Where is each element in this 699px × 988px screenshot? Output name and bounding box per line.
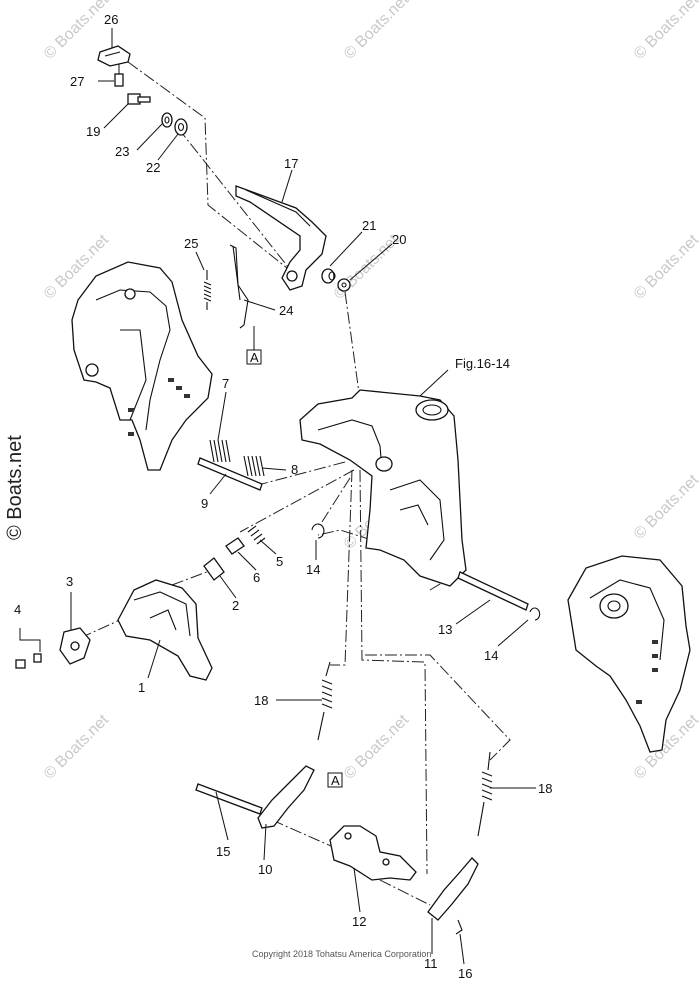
watermark: © Boats.net	[631, 0, 699, 63]
reference-label: A	[331, 773, 340, 788]
right-bracket-casting	[567, 555, 691, 753]
watermark: © Boats.net	[41, 711, 113, 783]
left-bracket-casting	[71, 261, 213, 471]
callout-8: 8	[291, 462, 298, 477]
callout-4: 4	[14, 602, 21, 617]
watermark: © Boats.net	[341, 711, 413, 783]
callout-23: 23	[115, 144, 129, 159]
part-1-holder	[117, 579, 213, 681]
callout-18-right: 18	[538, 781, 552, 796]
callout-14-upper: 14	[306, 562, 320, 577]
callout-5: 5	[276, 554, 283, 569]
callout-9: 9	[201, 496, 208, 511]
callout-fig-16-14: Fig.16-14	[455, 356, 510, 371]
part-4-screws	[15, 628, 42, 669]
callout-3: 3	[66, 574, 73, 589]
part-21-bushing	[321, 268, 336, 284]
part-22-washer	[174, 118, 188, 136]
callout-labels: 26 27 19 23 22 17 21 20 25 24 Fig.16-14 …	[14, 12, 552, 981]
part-17-bracket	[235, 185, 327, 291]
part-24-rod	[229, 244, 249, 329]
callout-25: 25	[184, 236, 198, 251]
watermark: © Boats.net	[631, 471, 699, 543]
part-2-pin	[203, 557, 225, 581]
watermark: © Boats.net	[341, 0, 413, 63]
callout-19: 19	[86, 124, 100, 139]
part-12-lever	[329, 825, 417, 881]
assembly-lines	[79, 61, 511, 906]
callout-17: 17	[284, 156, 298, 171]
callout-10: 10	[258, 862, 272, 877]
callout-16: 16	[458, 966, 472, 981]
reference-box-a-upper: A	[246, 349, 262, 365]
leader-lines	[70, 28, 536, 965]
callout-7: 7	[222, 376, 229, 391]
part-11-lever	[427, 857, 479, 921]
part-8-spring	[243, 455, 265, 477]
callout-12: 12	[352, 914, 366, 929]
part-25-spring	[203, 270, 212, 310]
callout-22: 22	[146, 160, 160, 175]
callout-27: 27	[70, 74, 84, 89]
watermark: © Boats.net	[631, 231, 699, 303]
callout-2: 2	[232, 598, 239, 613]
copyright-text: Copyright 2018 Tohatsu America Corporati…	[252, 949, 432, 959]
part-26-clip	[97, 45, 131, 67]
part-10-lever	[257, 765, 315, 829]
callout-14-lower: 14	[484, 648, 498, 663]
callout-18-left: 18	[254, 693, 268, 708]
part-18-spring-right	[477, 751, 493, 837]
callout-1: 1	[138, 680, 145, 695]
part-18-spring-left	[317, 661, 333, 741]
swivel-bracket-casting	[299, 389, 467, 587]
part-15-rod	[195, 783, 263, 815]
part-20-washer	[337, 278, 351, 292]
reference-box-a-lower: A	[327, 772, 343, 788]
part-13-shaft	[457, 571, 529, 611]
callout-26: 26	[104, 12, 118, 27]
part-27-pin	[114, 64, 124, 87]
callout-6: 6	[253, 570, 260, 585]
callout-11: 11	[424, 956, 438, 971]
part-3-plate	[59, 627, 91, 665]
part-5-spring	[247, 525, 266, 545]
part-14-clip-upper	[311, 523, 325, 539]
callout-21: 21	[362, 218, 376, 233]
callout-20: 20	[392, 232, 406, 247]
part-19-bolt	[127, 93, 151, 105]
reference-label: A	[250, 350, 259, 365]
part-16-clip	[455, 919, 463, 935]
callout-24: 24	[279, 303, 293, 318]
callout-13: 13	[438, 622, 452, 637]
callout-15: 15	[216, 844, 230, 859]
side-watermark: © Boats.net	[4, 435, 26, 540]
part-7-spring	[209, 439, 231, 463]
part-23-washer	[161, 112, 173, 128]
part-6-clip	[225, 537, 245, 555]
part-9-shaft	[197, 457, 263, 491]
part-14-clip-lower	[529, 607, 541, 621]
